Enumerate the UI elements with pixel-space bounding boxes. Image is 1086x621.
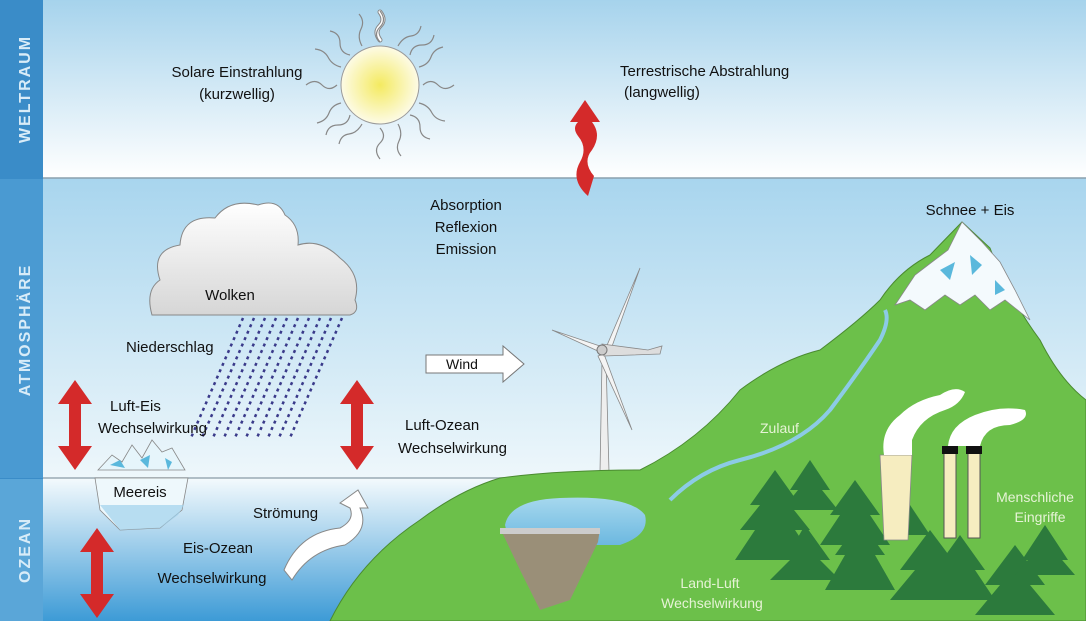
solar-radiation-label: Solare Einstrahlung: [172, 64, 303, 81]
river: [668, 309, 889, 502]
wind-turbine-icon: [551, 267, 663, 473]
wind-arrow-icon: [425, 344, 525, 384]
inflow-label: Zulauf: [760, 420, 799, 436]
ice-ocean-sublabel: Wechselwirkung: [158, 570, 267, 587]
zone-band-atmosphere: [0, 179, 43, 478]
reservoir: [500, 497, 646, 610]
sea-ice-icon: [94, 439, 189, 531]
space-zone: [0, 0, 1086, 178]
wind-label: Wind: [446, 356, 478, 372]
zone-label-atmosphere: ATMOSPHÄRE: [16, 264, 34, 397]
human-intervention-label: Menschliche: [996, 489, 1074, 505]
current-label: Strömung: [253, 505, 318, 522]
cloud-icon: [149, 202, 358, 316]
air-ice-arrow-icon: [58, 380, 92, 470]
tree-icon: [782, 460, 838, 510]
land-air-label: Land-Luft: [680, 575, 739, 591]
ice-ocean-label: Eis-Ozean: [183, 540, 253, 557]
air-ocean-sublabel: Wechselwirkung: [398, 440, 507, 457]
human-intervention-sublabel: Eingriffe: [1014, 509, 1065, 525]
zone-band-ocean: [0, 479, 43, 621]
zone-label-ocean: OZEAN: [17, 517, 34, 583]
emission-label: Emission: [436, 241, 497, 258]
tree-icon: [925, 535, 995, 600]
tree-icon: [735, 470, 815, 560]
tree-icon: [825, 520, 895, 590]
zone-label-space: WELTRAUM: [17, 35, 34, 143]
clouds-label: Wolken: [205, 287, 255, 304]
ocean-current-arrow-icon: [283, 489, 369, 581]
snow-cap: [894, 221, 1031, 321]
solar-radiation-sublabel: (kurzwellig): [199, 86, 275, 103]
air-ocean-label: Luft-Ozean: [405, 417, 479, 434]
absorption-label: Absorption: [430, 197, 502, 214]
sea-ice-label: Meereis: [113, 484, 166, 501]
air-ice-sublabel: Wechselwirkung: [98, 420, 207, 437]
tree-icon: [770, 525, 840, 580]
terrestrial-radiation-label: Terrestrische Abstrahlung: [620, 63, 789, 80]
snow-ice-label: Schnee + Eis: [926, 202, 1015, 219]
forest: [735, 460, 1075, 615]
air-ice-label: Luft-Eis: [110, 398, 161, 415]
land-air-sublabel: Wechselwirkung: [661, 595, 763, 611]
rain-icon: [188, 317, 344, 441]
tree-icon: [1015, 525, 1075, 575]
zone-band-space: [0, 0, 43, 178]
ice-ocean-arrow-icon: [80, 528, 114, 618]
longwave-arrow-icon: [570, 100, 600, 196]
tree-icon: [975, 545, 1055, 615]
power-plant-icon: [879, 389, 1026, 541]
precipitation-label: Niederschlag: [126, 339, 214, 356]
sun-icon: [305, 9, 455, 160]
reflexion-label: Reflexion: [435, 219, 498, 236]
terrestrial-radiation-sublabel: (langwellig): [624, 84, 700, 101]
air-ocean-arrow-icon: [340, 380, 374, 470]
tree-icon: [820, 480, 890, 545]
